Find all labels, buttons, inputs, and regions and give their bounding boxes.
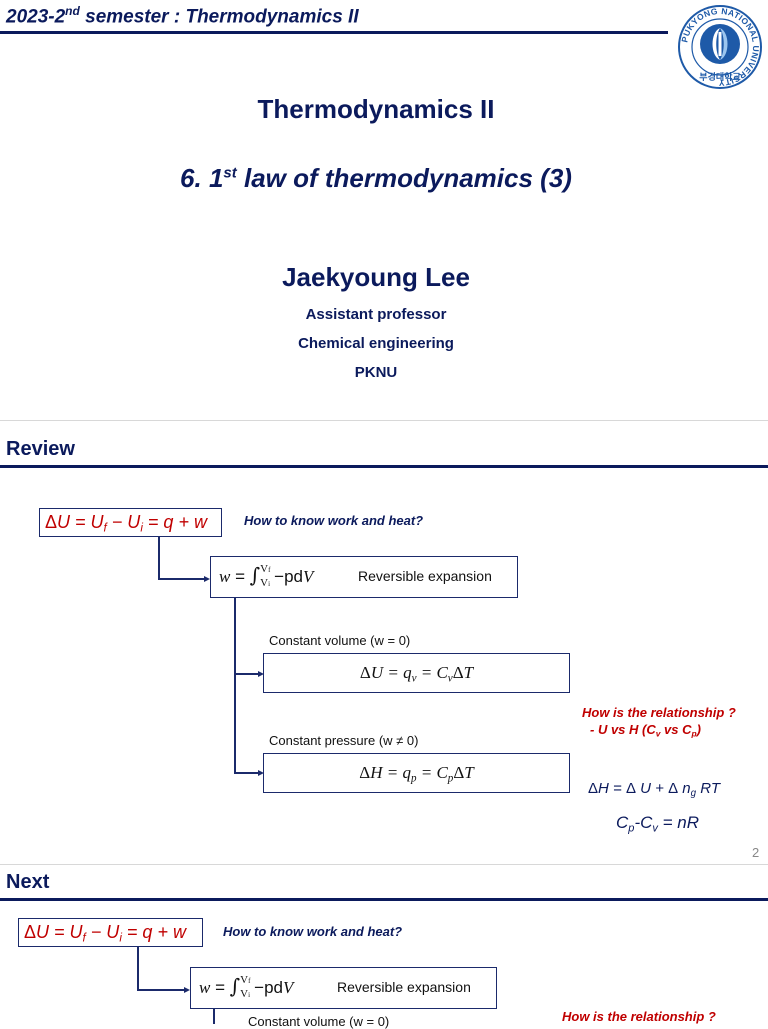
connector-line (137, 989, 184, 991)
next-relationship-question: How is the relationship ? (562, 1009, 716, 1024)
lecture-sup: st (223, 164, 237, 182)
relationship-sub: - U vs H (Cv vs Cp) (590, 722, 702, 739)
connector-arrow-icon (258, 770, 264, 776)
lecture-rest: law of thermodynamics (3) (236, 163, 572, 193)
author-department: Chemical engineering (298, 335, 454, 352)
constant-pressure-eq: ΔH = qp = CpΔT (359, 763, 474, 785)
next-energy-balance-eq: ΔU = Uf − Ui = q + w (24, 922, 186, 945)
next-reversible-expansion-label: Reversible expansion (337, 979, 471, 995)
constant-volume-eq: ΔU = qv = CvΔT (359, 663, 474, 685)
reversible-expansion-label: Reversible expansion (358, 568, 492, 584)
author-institution: PKNU (354, 364, 398, 381)
connector-line (213, 1009, 215, 1024)
header-year: 2023-2 (6, 6, 66, 28)
next-constant-volume-label: Constant volume (w = 0) (248, 1014, 390, 1029)
next-question: How to know work and heat? (223, 924, 403, 939)
connector-arrow-icon (258, 671, 264, 677)
enthalpy-relation-eq: ΔH = Δ U + Δ ng RT (588, 780, 720, 799)
energy-balance-eq: ΔU = Uf − Ui = q + w (45, 512, 207, 535)
connector-arrow-icon (184, 987, 190, 993)
logo-korean-text: 부경대학교 (699, 71, 740, 83)
review-question: How to know work and heat? (244, 513, 424, 528)
course-title: Thermodynamics II (257, 94, 495, 124)
review-heading-rule (0, 465, 768, 468)
connector-line (234, 772, 258, 774)
lecture-title: 6. 1st law of thermodynamics (3) (0, 163, 752, 194)
review-heading: Review (6, 438, 75, 460)
header-year-sup: nd (65, 4, 80, 18)
slide-separator (0, 420, 768, 421)
constant-pressure-label: Constant pressure (w ≠ 0) (269, 733, 419, 748)
lecture-prefix: 6. 1 (180, 163, 224, 193)
page-number: 2 (752, 845, 760, 860)
next-energy-balance-box: ΔU = Uf − Ui = q + w (18, 918, 203, 947)
relationship-question: How is the relationship ? (582, 705, 736, 720)
heat-capacity-relation-eq: Cp-Cv = nR (616, 813, 700, 835)
connector-line (137, 947, 139, 990)
next-heading: Next (6, 871, 50, 893)
header-title: 2023-2nd semester : Thermodynamics II (6, 4, 359, 28)
connector-line (234, 673, 258, 675)
energy-balance-box: ΔU = Uf − Ui = q + w (39, 508, 222, 537)
connector-line (158, 537, 160, 579)
connector-arrow-icon (204, 576, 210, 582)
connector-line (158, 578, 204, 580)
connector-line (234, 598, 236, 773)
logo-emblem-icon (700, 24, 740, 64)
constant-pressure-box: ΔH = qp = CpΔT (263, 753, 570, 793)
header-rule (0, 31, 668, 34)
constant-volume-label: Constant volume (w = 0) (269, 633, 411, 648)
constant-volume-box: ΔU = qv = CvΔT (263, 653, 570, 693)
author-role: Assistant professor (305, 306, 447, 323)
next-heading-rule (0, 898, 768, 901)
slide-separator (0, 864, 768, 865)
university-logo: PUKYONG NATIONAL UNIVERSITY 부경대학교 (677, 4, 763, 90)
author-name: Jaekyoung Lee (282, 262, 470, 292)
header-course: semester : Thermodynamics II (79, 6, 359, 28)
